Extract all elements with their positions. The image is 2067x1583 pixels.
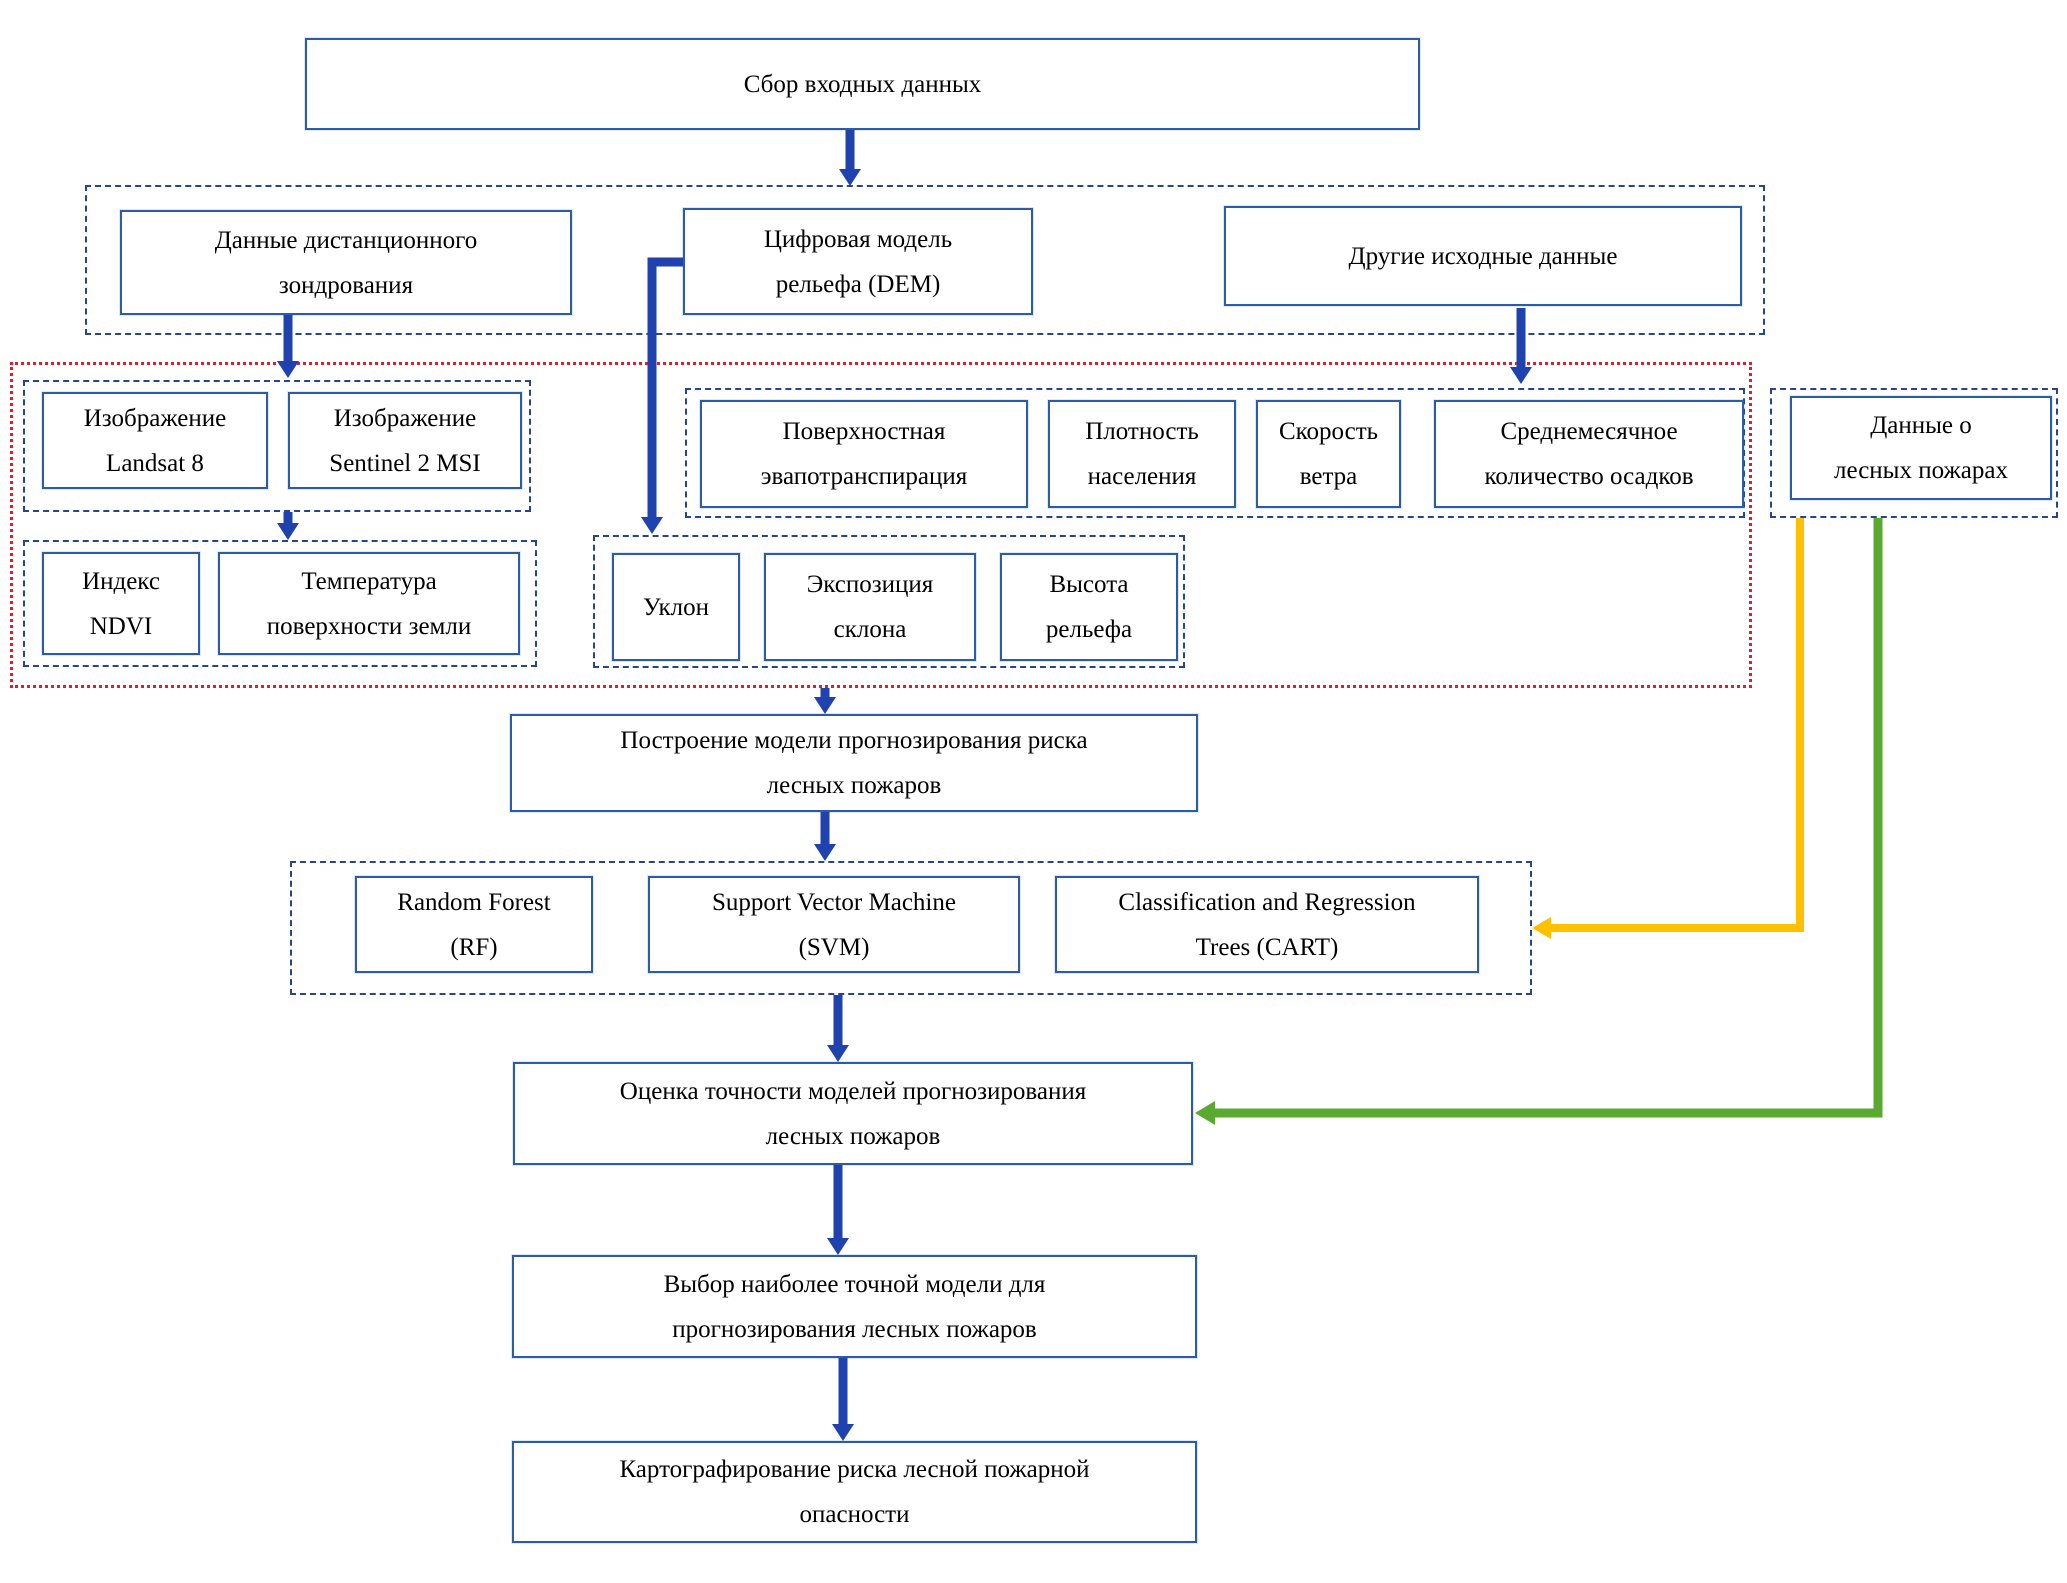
arrow-selection-to-mapping — [832, 1358, 854, 1441]
box-fire-data: Данные о лесных пожарах — [1790, 396, 2052, 500]
box-precipitation: Среднемесячное количество осадков — [1434, 400, 1744, 508]
box-landsat: Изображение Landsat 8 — [42, 392, 268, 489]
group-other-factors — [685, 388, 1745, 518]
box-slope: Уклон — [612, 553, 740, 661]
box-remote-sensing: Данные дистанционного зондрования — [120, 210, 572, 315]
box-random-forest: Random Forest (RF) — [355, 876, 593, 973]
arrow-accuracy-to-selection — [827, 1165, 849, 1255]
box-svm: Support Vector Machine (SVM) — [648, 876, 1020, 973]
box-cart: Classification and Regression Trees (CAR… — [1055, 876, 1479, 973]
box-other-data: Другие исходные данные — [1224, 206, 1742, 306]
box-model-building: Построение модели прогнозирования риска … — [510, 714, 1198, 812]
group-input-sources — [85, 185, 1765, 335]
group-satellite-images — [23, 380, 531, 512]
box-ndvi: Индекс NDVI — [42, 552, 200, 655]
arrow-factors-to-model — [814, 688, 836, 714]
group-terrain-derivatives — [593, 535, 1185, 668]
box-model-selection: Выбор наиболее точной модели для прогноз… — [512, 1255, 1197, 1358]
box-wind-speed: Скорость ветра — [1256, 400, 1401, 508]
box-population-density: Плотность населения — [1048, 400, 1236, 508]
box-land-surface-temperature: Температура поверхности земли — [218, 552, 520, 655]
group-image-derivatives — [23, 540, 537, 667]
box-aspect: Экспозиция склона — [764, 553, 976, 661]
arrow-ml-to-accuracy — [827, 995, 849, 1062]
box-elevation: Высота рельефа — [1000, 553, 1178, 661]
arrow-model-to-ml — [814, 812, 836, 861]
box-evapotranspiration: Поверхностная эвапотранспирация — [700, 400, 1028, 508]
box-input-collection: Сбор входных данных — [305, 38, 1420, 130]
box-risk-mapping: Картографирование риска лесной пожарной … — [512, 1441, 1197, 1543]
box-accuracy-assessment: Оценка точности моделей прогнозирования … — [513, 1062, 1193, 1165]
box-dem: Цифровая модель рельефа (DEM) — [683, 208, 1033, 315]
group-fire-data — [1770, 388, 2058, 518]
arrow-input-to-sources — [839, 130, 861, 186]
box-sentinel: Изображение Sentinel 2 MSI — [288, 392, 522, 489]
